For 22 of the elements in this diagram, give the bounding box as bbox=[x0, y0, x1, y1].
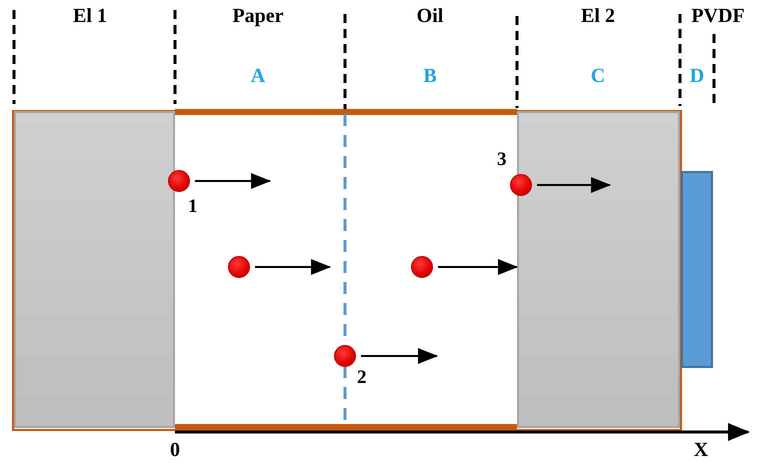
arrow bbox=[361, 348, 438, 364]
film-strip bbox=[681, 171, 713, 368]
callout-number: 3 bbox=[497, 150, 506, 169]
callout-number: 1 bbox=[188, 197, 198, 216]
arrow bbox=[255, 259, 331, 275]
zone-letter: D bbox=[690, 66, 704, 86]
electrode-block bbox=[517, 111, 680, 428]
callout-number: 2 bbox=[357, 368, 366, 387]
region-label: PVDF bbox=[691, 6, 745, 26]
region-label: Oil bbox=[416, 6, 444, 26]
axis-label: 0 bbox=[170, 440, 180, 460]
region-label: Paper bbox=[232, 6, 284, 26]
arrow bbox=[195, 173, 271, 189]
arrow bbox=[438, 259, 518, 275]
arrow bbox=[537, 177, 611, 193]
region-label: El 2 bbox=[581, 6, 615, 26]
axis-label: X bbox=[694, 440, 708, 460]
zone-letter: B bbox=[423, 66, 437, 86]
electrode-block bbox=[14, 111, 175, 428]
zone-letter: C bbox=[590, 66, 606, 86]
region-label: El 1 bbox=[73, 6, 107, 26]
zone-letter: A bbox=[250, 66, 266, 86]
